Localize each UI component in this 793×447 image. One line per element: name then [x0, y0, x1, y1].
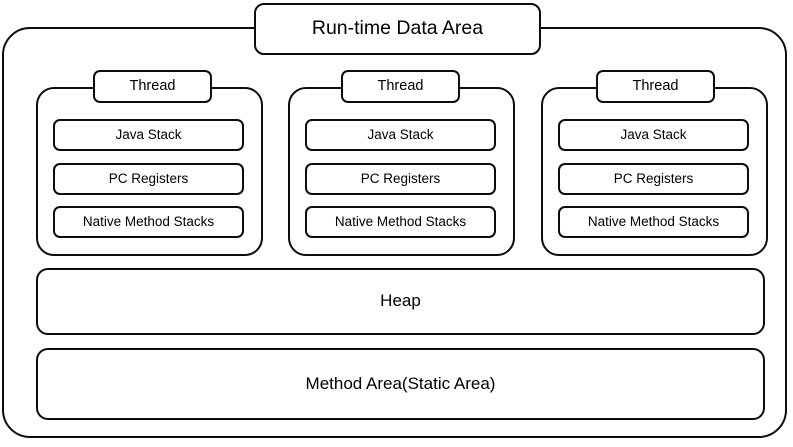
thread-label-2: Thread [377, 77, 424, 94]
heap-region-label: Heap [380, 291, 421, 311]
thread-3-java-stack-label: Java Stack [620, 126, 687, 142]
thread-1-pc-registers-label: PC Registers [108, 170, 189, 186]
thread-1-native-method-stacks-box: Native Method Stacks [53, 206, 244, 238]
thread-3-native-method-stacks-label: Native Method Stacks [587, 213, 720, 229]
thread-label-box-2: Thread [341, 70, 460, 103]
diagram-title-box: Run-time Data Area [254, 3, 541, 55]
diagram-title-label: Run-time Data Area [311, 17, 484, 40]
thread-3-java-stack-box: Java Stack [558, 119, 749, 151]
thread-label-box-3: Thread [596, 70, 715, 103]
thread-2-pc-registers-box: PC Registers [305, 163, 496, 195]
thread-1-java-stack-box: Java Stack [53, 119, 244, 151]
thread-2-java-stack-box: Java Stack [305, 119, 496, 151]
thread-1-pc-registers-box: PC Registers [53, 163, 244, 195]
method-area-region-label: Method Area(Static Area) [305, 373, 496, 393]
thread-label-box-1: Thread [93, 70, 212, 103]
thread-2-native-method-stacks-box: Native Method Stacks [305, 206, 496, 238]
thread-1-java-stack-label: Java Stack [115, 126, 182, 142]
thread-1-native-method-stacks-label: Native Method Stacks [82, 213, 215, 229]
thread-2-java-stack-label: Java Stack [367, 126, 434, 142]
heap-region-box: Heap [36, 268, 765, 335]
thread-3-pc-registers-box: PC Registers [558, 163, 749, 195]
thread-label-1: Thread [129, 77, 176, 94]
thread-2-pc-registers-label: PC Registers [360, 170, 441, 186]
method-area-region-box: Method Area(Static Area) [36, 348, 765, 420]
thread-label-3: Thread [632, 77, 679, 94]
thread-3-pc-registers-label: PC Registers [613, 170, 694, 186]
thread-3-native-method-stacks-box: Native Method Stacks [558, 206, 749, 238]
thread-2-native-method-stacks-label: Native Method Stacks [334, 213, 467, 229]
